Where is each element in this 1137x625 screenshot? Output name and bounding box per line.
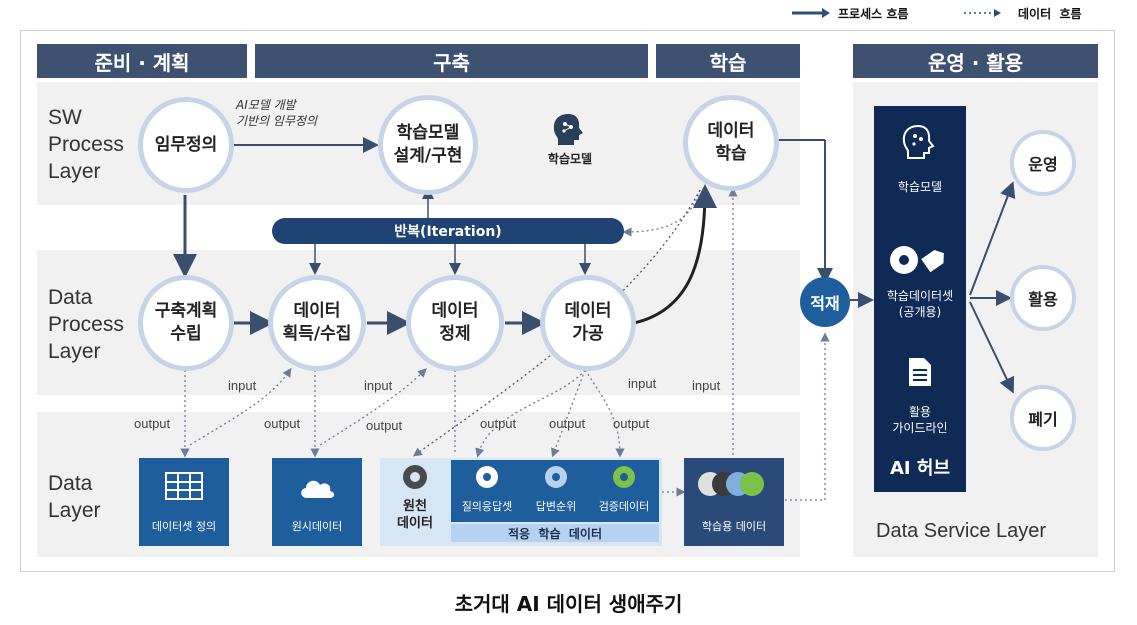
table-grid-icon bbox=[165, 472, 203, 500]
node-build-plan: 구축계획 수립 bbox=[138, 275, 234, 371]
source-data-cell: 원천 데이터 bbox=[383, 460, 447, 544]
label-output-5: output bbox=[549, 416, 586, 431]
qa-set-cell: 질의응답셋 bbox=[453, 462, 521, 520]
box-training-data-label: 학습용 데이터 bbox=[701, 520, 767, 533]
hub-title: AI 허브 bbox=[889, 458, 950, 479]
model-icon-label: 학습모델 bbox=[547, 152, 593, 166]
layer-label-data-process: Data Process Layer bbox=[48, 286, 124, 363]
outcome-dispose: 폐기 bbox=[1010, 385, 1076, 451]
label-output-3: output bbox=[366, 418, 403, 433]
box-dataset-def: 데이터셋 정의 bbox=[139, 458, 229, 546]
label-input-2: input bbox=[364, 378, 393, 393]
node-process: 데이터 가공 bbox=[540, 275, 636, 371]
aperture-stack-icon bbox=[698, 472, 764, 496]
aperture-icon bbox=[403, 465, 427, 489]
model-icon-group: 학습모델 bbox=[538, 112, 598, 172]
node-acquire: 데이터 획득/수집 bbox=[268, 275, 366, 371]
ai-hub-panel: 학습모델 학습데이터셋 (공개용) 활용 가이드라인 AI 허브 bbox=[874, 106, 966, 492]
validation-label: 검증데이터 bbox=[598, 500, 650, 513]
layer-label-data: Data Layer bbox=[48, 472, 101, 522]
answer-rank-cell: 답변순위 bbox=[522, 462, 590, 520]
box-training-data: 학습용 데이터 bbox=[684, 458, 784, 546]
box-raw-data-label: 원시데이터 bbox=[291, 520, 343, 533]
layer-label-sw: SW Process Layer bbox=[48, 106, 124, 183]
label-output-2: output bbox=[264, 416, 301, 431]
aperture-icon bbox=[476, 466, 498, 488]
node-model-design: 학습모델 설계/구현 bbox=[378, 95, 478, 195]
brain-head-icon bbox=[902, 124, 935, 159]
ai-model-note: AI모델 개발 기반의 임무정의 bbox=[236, 98, 318, 128]
outcome-operate: 운영 bbox=[1010, 130, 1076, 196]
cloud-icon bbox=[301, 480, 335, 498]
legend-process-label: 프로세스 흐름 bbox=[838, 7, 909, 21]
iteration-label: 반복(Iteration) bbox=[394, 224, 502, 240]
layer-label-service: Data Service Layer bbox=[876, 520, 1047, 542]
label-input-4: input bbox=[692, 378, 721, 393]
node-load-label: 적재 bbox=[810, 294, 840, 313]
aperture-icon bbox=[545, 466, 567, 488]
header-learn: 학습 bbox=[656, 44, 800, 78]
node-mission: 임무정의 bbox=[138, 97, 234, 193]
header-ops: 운영 · 활용 bbox=[853, 44, 1098, 78]
label-input-3: input bbox=[628, 376, 657, 391]
legend-data-arrow bbox=[964, 9, 1001, 17]
adapt-label: 적응 학습 데이터 bbox=[508, 526, 602, 541]
header-prep: 준비 · 계획 bbox=[37, 44, 247, 78]
validation-cell: 검증데이터 bbox=[590, 462, 658, 520]
label-output-6: output bbox=[613, 416, 650, 431]
label-output-1: output bbox=[134, 416, 171, 431]
node-data-learning: 데이터 학습 bbox=[683, 95, 779, 191]
aperture-tag-icon bbox=[890, 246, 944, 274]
figure-caption: 초거대 AI 데이터 생애주기 bbox=[454, 592, 683, 616]
header-build: 구축 bbox=[255, 44, 648, 78]
legend-process-arrow bbox=[792, 8, 830, 18]
label-input-1: input bbox=[228, 378, 257, 393]
node-load: 적재 bbox=[800, 277, 850, 327]
adapt-label-bar: 적응 학습 데이터 bbox=[451, 524, 659, 542]
aperture-icon bbox=[613, 466, 635, 488]
outcome-utilize: 활용 bbox=[1010, 265, 1076, 331]
hub-guide-label: 활용 가이드라인 bbox=[892, 405, 948, 435]
hub-model-label: 학습모델 bbox=[897, 180, 943, 194]
brain-head-icon bbox=[553, 114, 583, 145]
source-data-label: 원천 데이터 bbox=[397, 499, 433, 531]
document-icon bbox=[909, 358, 931, 386]
iteration-bar: 반복(Iteration) bbox=[272, 218, 624, 244]
box-dataset-def-label: 데이터셋 정의 bbox=[151, 520, 217, 533]
box-raw-data: 원시데이터 bbox=[272, 458, 362, 546]
legend-data-label: 데이터 흐름 bbox=[1018, 7, 1082, 21]
qa-set-label: 질의응답셋 bbox=[461, 500, 513, 513]
label-output-4: output bbox=[480, 416, 517, 431]
node-refine: 데이터 정제 bbox=[406, 275, 504, 371]
hub-dataset-label: 학습데이터셋 (공개용) bbox=[886, 289, 954, 319]
answer-rank-label: 답변순위 bbox=[535, 500, 577, 513]
